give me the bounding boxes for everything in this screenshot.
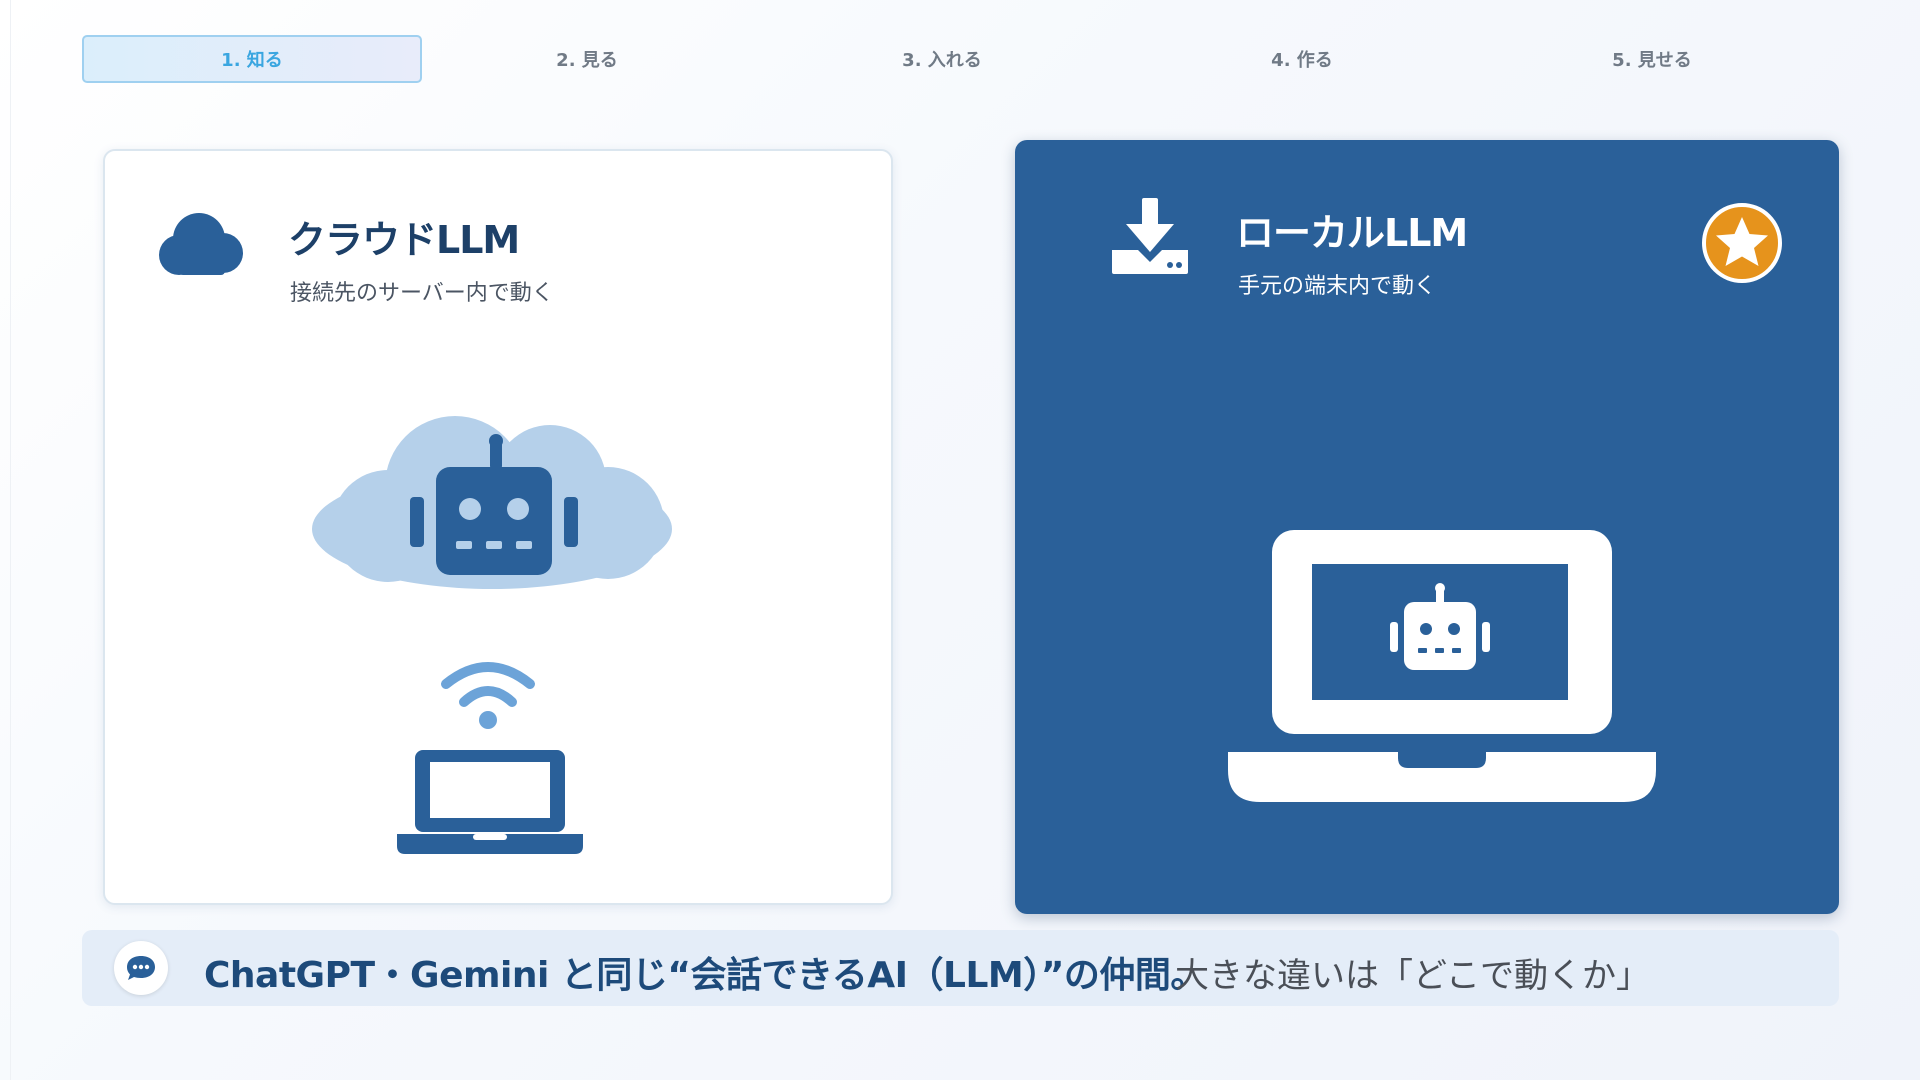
tab-label: 1. 知る	[221, 50, 283, 71]
tab-step-1[interactable]: 1. 知る	[82, 35, 422, 83]
local-card-title: ローカルLLM	[1236, 211, 1468, 255]
chat-bubble-icon	[127, 956, 155, 980]
cloud-card-title: クラウドLLM	[288, 218, 520, 262]
wifi-icon	[441, 662, 535, 729]
tab-step-3[interactable]: 3. 入れる	[867, 35, 1017, 83]
star-badge-icon	[1702, 203, 1782, 283]
tab-step-5[interactable]: 5. 見せる	[1577, 35, 1727, 83]
local-card-subtitle: 手元の端末内で動く	[1238, 274, 1437, 299]
cloud-icon	[159, 213, 243, 275]
cloud-card-subtitle: 接続先のサーバー内で動く	[290, 281, 554, 306]
tab-step-4[interactable]: 4. 作る	[1232, 35, 1372, 83]
cloud-llm-card: クラウドLLM 接続先のサーバー内で動く	[103, 149, 893, 905]
banner-normal-text: 大きな違いは「どこで動くか」	[1175, 956, 1650, 996]
tab-label: 3. 入れる	[902, 50, 982, 71]
tab-label: 5. 見せる	[1612, 50, 1692, 71]
tab-step-2[interactable]: 2. 見る	[522, 35, 652, 83]
laptop-robot-icon	[1228, 530, 1656, 802]
banner-strong-text: ChatGPT・Gemini と同じ“会話できるAI（LLM）”の仲間。	[204, 955, 1206, 996]
summary-banner: ChatGPT・Gemini と同じ“会話できるAI（LLM）”の仲間。 大きな…	[82, 930, 1839, 1006]
local-llm-card: ローカルLLM 手元の端末内で動く	[1015, 140, 1839, 914]
chat-bubble-badge	[114, 941, 168, 995]
tab-label: 2. 見る	[556, 50, 618, 71]
cloud-robot-icon	[312, 416, 672, 589]
tab-label: 4. 作る	[1271, 50, 1333, 71]
step-tabs: 1. 知る 2. 見る 3. 入れる 4. 作る 5. 見せる	[82, 35, 1832, 83]
download-icon	[1112, 198, 1188, 274]
laptop-icon	[397, 750, 583, 854]
slide-frame	[10, 0, 1920, 1080]
